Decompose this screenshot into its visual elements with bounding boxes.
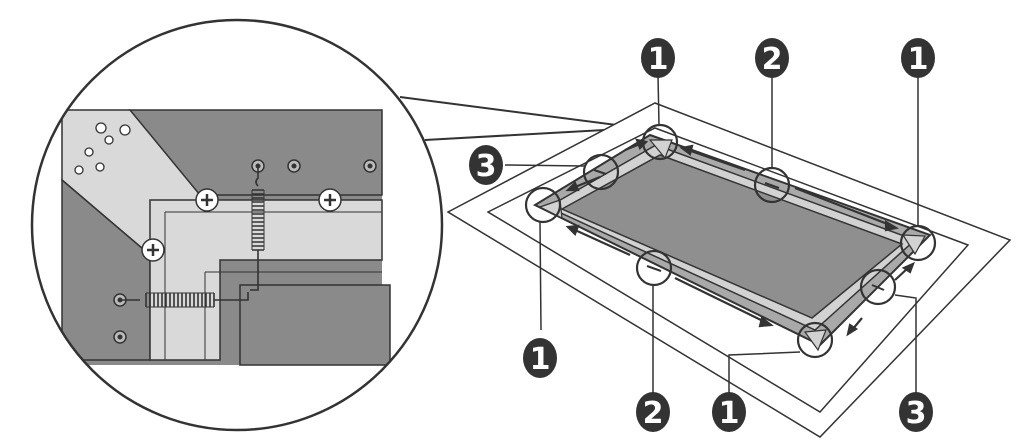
rivet-icon [95, 122, 107, 134]
leader-lines [504, 75, 919, 398]
detail-circle [635, 249, 673, 287]
callout-badge-c1-top-left: 1 [641, 38, 675, 78]
screen-assembly [446, 75, 1012, 438]
callout-badge-c1-bottom-mid: 1 [712, 392, 746, 432]
callout-badge-c3-bottom-right: 3 [899, 392, 933, 432]
corner-bracket [648, 139, 673, 160]
rivet-icon [84, 147, 94, 157]
rivet-icon [119, 124, 131, 136]
corner-bracket [803, 329, 827, 352]
screen-surface [239, 284, 391, 366]
spring-marks [593, 169, 885, 291]
screen-surface [560, 154, 904, 319]
callout-number: 1 [719, 396, 740, 431]
rivet-icon [74, 165, 84, 175]
callout-number: 3 [906, 396, 927, 431]
spring-icon [250, 166, 265, 291]
screw-icon [318, 188, 342, 212]
zoom-connector-line [399, 96, 641, 129]
callout-badge-c3-left: 3 [469, 145, 503, 185]
callout-number: 2 [762, 42, 783, 77]
screw-icon [195, 188, 219, 212]
callout-number: 3 [476, 149, 497, 184]
callout-badge-c1-top-right: 1 [901, 38, 935, 78]
callout-number: 1 [908, 42, 929, 77]
magnifier-circle [32, 20, 442, 430]
callout-number: 1 [648, 42, 669, 77]
rivet-icon [95, 162, 105, 172]
detail-circle [859, 268, 897, 306]
corner-bracket [901, 234, 926, 256]
rivet-icon [104, 135, 114, 145]
callout-badge-c2-bottom-mid: 2 [636, 392, 670, 432]
callout-number: 1 [530, 342, 551, 377]
screen-border [149, 199, 383, 361]
detail-circle [641, 123, 679, 161]
callout-badge-c1-bottom-left: 1 [523, 338, 557, 378]
top-frame-rail [128, 109, 383, 196]
callout-badges: 1 2 1 3 1 2 1 3 [469, 38, 935, 432]
detail-circle [796, 321, 834, 359]
spring-icon [120, 292, 249, 308]
detail-circle [582, 153, 620, 191]
screw-icon [141, 238, 165, 262]
detail-circle [524, 186, 562, 224]
magnifier-circle-outline [30, 18, 444, 432]
callout-number: 2 [643, 396, 664, 431]
callout-badge-c2-top-mid: 2 [755, 38, 789, 78]
tension-arrows [565, 138, 915, 337]
